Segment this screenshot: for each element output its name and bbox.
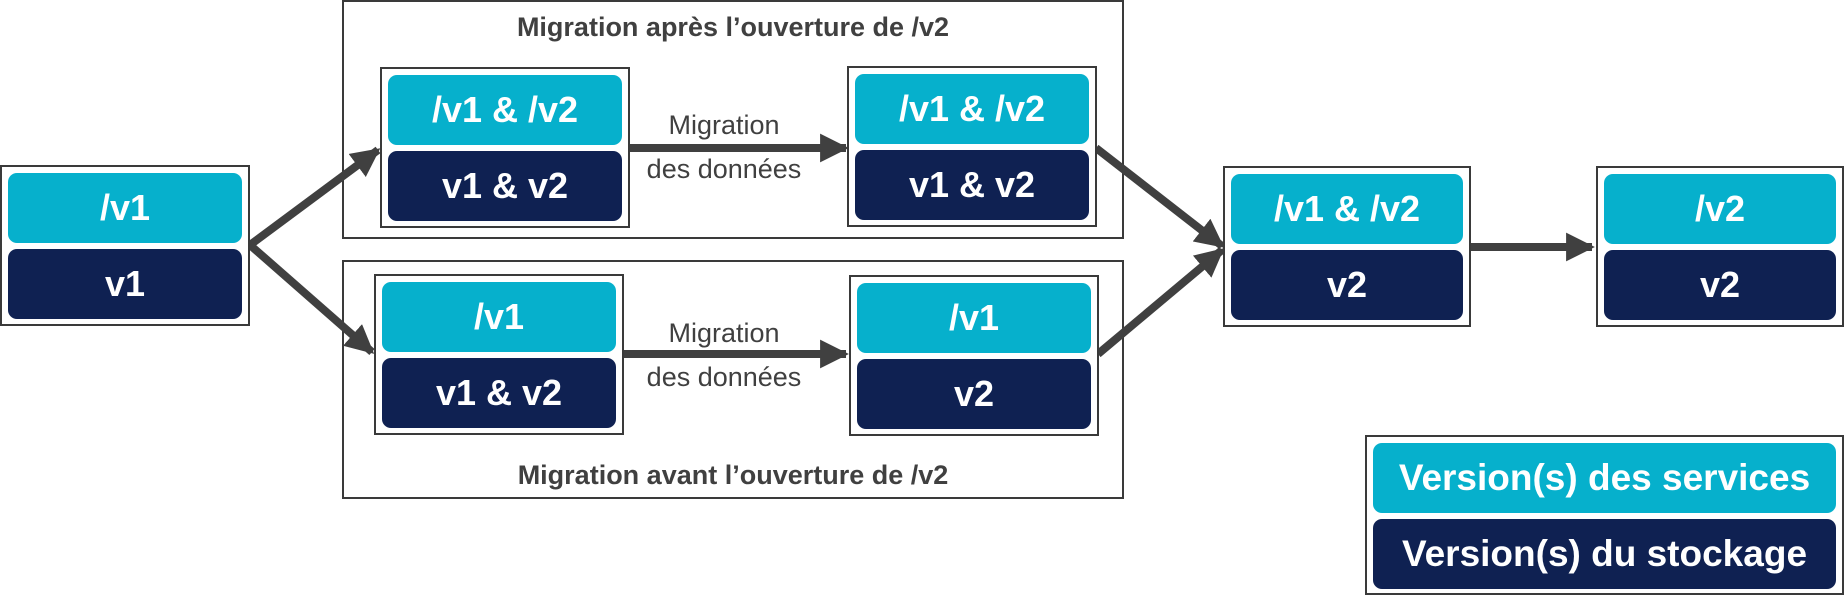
arrow-top-to-merge: [1093, 144, 1225, 250]
service-version: /v1 & /v2: [1231, 174, 1463, 244]
top-migration-label-line1: Migration: [668, 110, 780, 140]
node-start: /v1 v1: [0, 165, 250, 326]
service-version: /v1: [382, 282, 616, 352]
service-version: /v1: [8, 173, 242, 243]
node-bottom-a: /v1 v1 & v2: [374, 274, 624, 435]
group-title-after: Migration après l’ouverture de /v2: [516, 12, 950, 42]
storage-version: v2: [857, 359, 1091, 429]
arrow-start-to-top: [247, 146, 381, 249]
service-version: /v1 & /v2: [855, 74, 1089, 144]
top-migration-label: Migration des données: [614, 103, 834, 191]
service-version: /v1 & /v2: [388, 75, 622, 145]
top-migration-label-line2: des données: [646, 154, 802, 184]
bottom-migration-label: Migration des données: [614, 311, 834, 399]
bottom-migration-label-line1: Migration: [668, 318, 780, 348]
node-top-b: /v1 & /v2 v1 & v2: [847, 66, 1097, 227]
arrow-bottom-to-merge: [1095, 246, 1225, 358]
group-title-before: Migration avant l’ouverture de /v2: [517, 460, 949, 490]
storage-version: v1 & v2: [388, 151, 622, 221]
arrow-start-to-bottom: [247, 241, 375, 356]
bottom-migration-label-line2: des données: [646, 362, 802, 392]
storage-version: v1 & v2: [382, 358, 616, 428]
node-final: /v2 v2: [1596, 166, 1844, 327]
legend-service-versions: Version(s) des services: [1373, 443, 1836, 513]
storage-version: v1: [8, 249, 242, 319]
storage-version: v2: [1231, 250, 1463, 320]
legend: Version(s) des services Version(s) du st…: [1365, 435, 1844, 595]
storage-version: v2: [1604, 250, 1836, 320]
node-bottom-b: /v1 v2: [849, 275, 1099, 436]
node-merge: /v1 & /v2 v2: [1223, 166, 1471, 327]
node-top-a: /v1 & /v2 v1 & v2: [380, 67, 630, 228]
legend-storage-versions: Version(s) du stockage: [1373, 519, 1836, 589]
service-version: /v1: [857, 283, 1091, 353]
service-version: /v2: [1604, 174, 1836, 244]
storage-version: v1 & v2: [855, 150, 1089, 220]
